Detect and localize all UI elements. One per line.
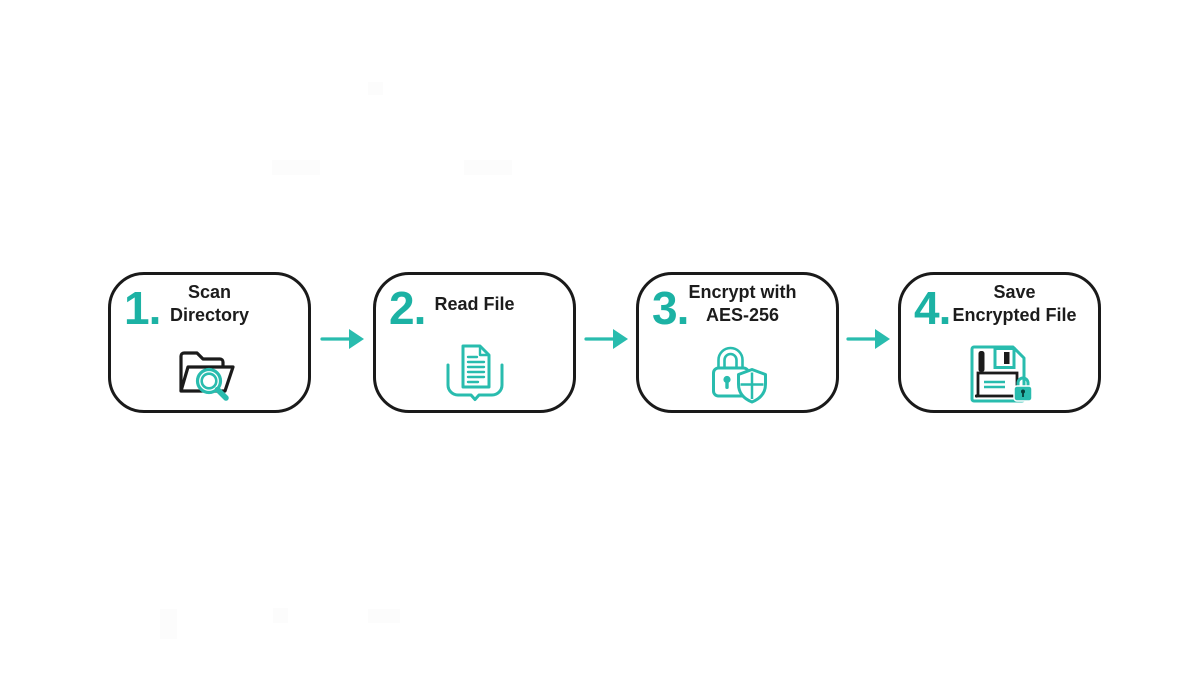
step-label-line: Save	[993, 282, 1036, 302]
step-number: 3.	[652, 282, 689, 334]
step-label: Read File	[376, 281, 573, 327]
step-label-line: Scan	[187, 282, 232, 302]
step-label-line: AES-256	[705, 305, 780, 325]
faint-artifact	[160, 609, 177, 639]
flow-arrow-icon	[584, 329, 628, 349]
step-label-line: Encrypt with	[688, 282, 797, 302]
faint-artifact	[464, 160, 512, 175]
floppy-disk-lock-icon	[901, 341, 1098, 407]
step-number: 1.	[124, 282, 161, 334]
step-box-read-file: 2. Read File	[373, 272, 576, 413]
step-box-scan-directory: 1. Scan Directory	[108, 272, 311, 413]
faint-artifact	[272, 160, 320, 175]
padlock-shield-icon	[639, 341, 836, 405]
flow-arrow-icon	[846, 329, 890, 349]
folder-search-icon	[111, 341, 308, 405]
step-label-line: Encrypted File	[952, 305, 1077, 325]
step-label-line: Read File	[434, 293, 515, 314]
faint-artifact	[368, 609, 400, 623]
step-label: Encrypt with AES-256	[644, 281, 841, 327]
step-box-save-encrypted-file: 4. Save Encrypted File	[898, 272, 1101, 413]
step-label: Scan Directory	[111, 281, 308, 327]
step-number: 2.	[389, 282, 426, 334]
faint-artifact	[273, 608, 288, 623]
step-label: Save Encrypted File	[916, 281, 1113, 327]
step-number: 4.	[914, 282, 951, 334]
flow-arrow-icon	[320, 329, 364, 349]
open-book-document-icon	[376, 341, 573, 411]
step-label-line: Directory	[169, 305, 250, 325]
faint-artifact	[368, 82, 383, 95]
step-box-encrypt-aes256: 3. Encrypt with AES-256	[636, 272, 839, 413]
